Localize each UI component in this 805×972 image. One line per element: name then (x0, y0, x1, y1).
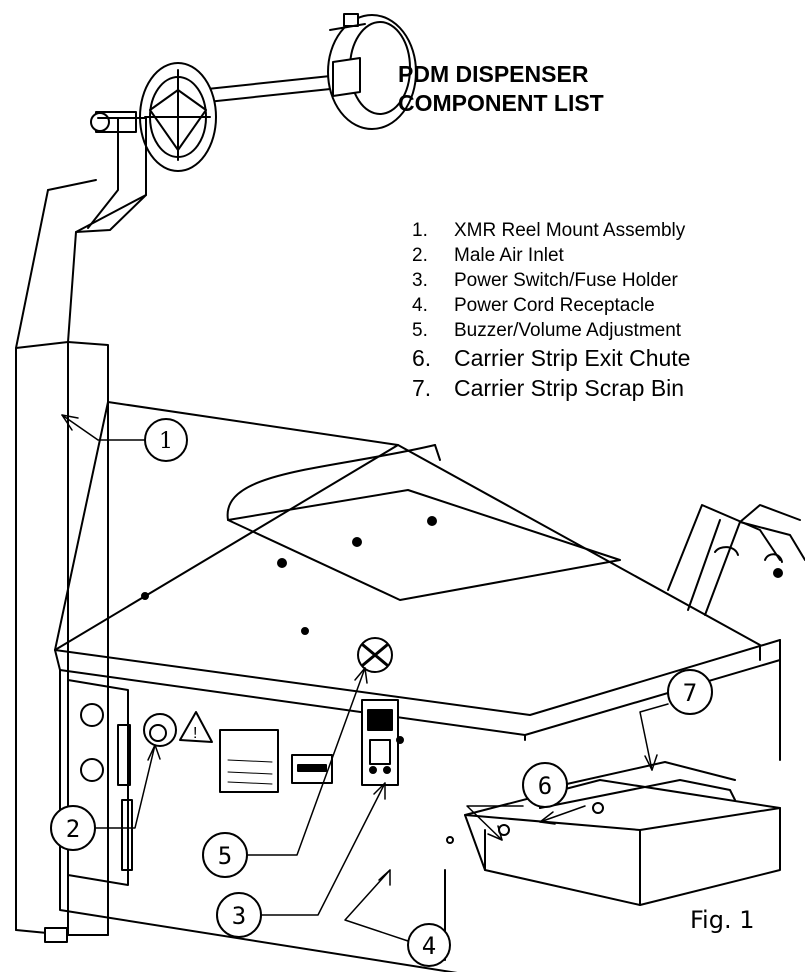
callout-5: 5 (202, 832, 248, 878)
component-number: 4. (412, 295, 428, 316)
callout-3-label: 3 (232, 902, 246, 930)
callout-4: 4 (407, 923, 451, 967)
callout-1: 1 (144, 418, 188, 462)
support-arm (15, 117, 147, 943)
callout-5-label: 5 (218, 842, 232, 870)
callout-2-label: 2 (66, 815, 80, 843)
component-number: 5. (412, 320, 428, 341)
component-label: Power Switch/Fuse Holder (454, 270, 678, 291)
reel-mount-assembly (90, 13, 417, 172)
callout-6-label: 6 (538, 772, 552, 800)
title-line-2: COMPONENT LIST (398, 90, 604, 116)
component-number: 3. (412, 270, 428, 291)
figure-label: Fig. 1 (690, 906, 755, 934)
component-number: 2. (412, 245, 428, 266)
component-label: Power Cord Receptacle (454, 295, 655, 316)
component-label: Carrier Strip Scrap Bin (454, 375, 685, 401)
component-list-title: PDM DISPENSER COMPONENT LIST (398, 60, 604, 118)
component-label: Male Air Inlet (454, 245, 564, 266)
callout-7-label: 7 (683, 679, 697, 707)
callout-3: 3 (216, 892, 262, 938)
callout-2: 2 (50, 805, 96, 851)
title-line-1: PDM DISPENSER (398, 61, 589, 87)
carrier-strip-exit-chute (667, 504, 805, 616)
svg-text:!: ! (193, 725, 197, 742)
component-number: 1. (412, 220, 428, 241)
callout-6: 6 (522, 762, 568, 808)
component-label: Carrier Strip Exit Chute (454, 345, 691, 371)
callout-7: 7 (667, 669, 713, 715)
callout-1-label: 1 (159, 429, 173, 454)
component-label: Buzzer/Volume Adjustment (454, 320, 682, 341)
leader-lines (61, 414, 669, 942)
dispenser-body: ! (54, 401, 781, 972)
component-number: 7. (412, 375, 432, 401)
component-number: 6. (412, 345, 432, 371)
component-label: XMR Reel Mount Assembly (454, 220, 686, 241)
callout-4-label: 4 (422, 932, 436, 960)
